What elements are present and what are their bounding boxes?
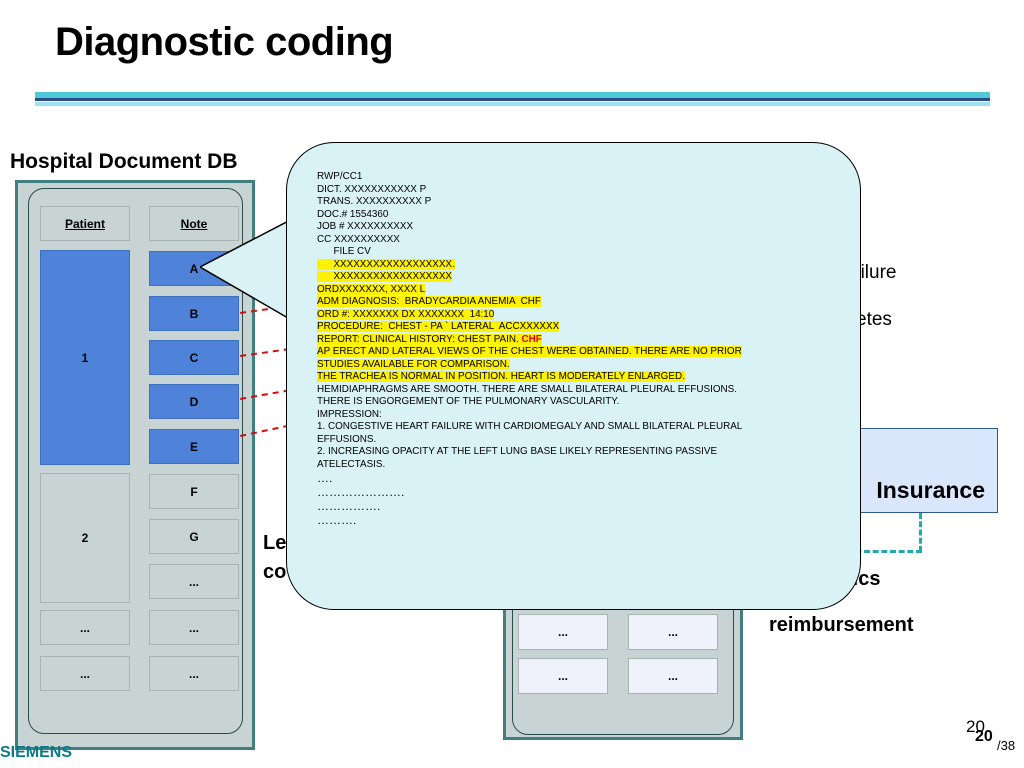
- chf-keyword: CHF: [521, 333, 542, 345]
- note-ellipsis-cell: ...: [149, 564, 239, 599]
- second-db-cell: ...: [518, 614, 608, 650]
- title-rule: [35, 92, 990, 98]
- insurance-label: Insurance: [876, 477, 985, 503]
- bg-text-fragment: Le: [263, 532, 287, 554]
- page-number: 20: [975, 728, 993, 745]
- highlighted-note-line: ADM DIAGNOSIS: BRADYCARDIA ANEMIA CHF: [317, 296, 541, 307]
- note-d-cell: D: [149, 384, 239, 419]
- insurance-connector-horizontal: [838, 550, 922, 553]
- second-db-cell: ...: [518, 658, 608, 694]
- note-line: FILE CV: [317, 246, 371, 257]
- siemens-logo: SIEMENS: [0, 744, 73, 761]
- highlighted-note-line: PROCEDURE: CHEST - PA ` LATERAL ACCXXXXX…: [317, 321, 560, 332]
- hospital-db-inner-frame: [28, 188, 243, 734]
- bg-text-fragment: co: [263, 561, 287, 583]
- note-ellipsis-cell: ...: [149, 610, 239, 645]
- note-line: EFFUSIONS.: [317, 433, 377, 445]
- note-ellipsis-line: ….: [317, 471, 333, 485]
- note-header: Note: [149, 206, 239, 241]
- note-e-cell: E: [149, 429, 239, 464]
- note-g-cell: G: [149, 519, 239, 554]
- note-ellipsis-line: …………….: [317, 499, 381, 513]
- insurance-connector-vertical: [919, 513, 922, 552]
- note-line: HEMIDIAPHRAGMS ARE SMOOTH. THERE ARE SMA…: [317, 383, 737, 395]
- patient-1-cell: 1: [40, 250, 130, 465]
- note-ellipsis-line: ……….: [317, 513, 357, 527]
- page-number-shadow: 20: [966, 717, 985, 736]
- title-rule-dark: [35, 98, 990, 101]
- note-ellipsis-cell: ...: [149, 656, 239, 691]
- note-line: RWP/CC1: [317, 171, 363, 182]
- note-line: 2. INCREASING OPACITY AT THE LEFT LUNG B…: [317, 446, 718, 457]
- highlighted-note-line: ORDXXXXXXX, XXXX L: [317, 283, 426, 295]
- note-callout: RWP/CC1 DICT. XXXXXXXXXXX P TRANS. XXXXX…: [286, 142, 861, 610]
- page-total: /38: [997, 738, 1016, 753]
- db-title: Hospital Document DB: [10, 150, 238, 173]
- note-b-cell: B: [149, 296, 239, 331]
- highlighted-note-line: REPORT: CLINICAL HISTORY: CHEST PAIN.: [317, 333, 519, 345]
- patient-2-cell: 2: [40, 473, 130, 603]
- patient-ellipsis-cell: ...: [40, 656, 130, 691]
- highlighted-note-line: AP ERECT AND LATERAL VIEWS OF THE CHEST …: [317, 346, 742, 357]
- note-line: IMPRESSION:: [317, 408, 382, 420]
- highlighted-note-line: XXXXXXXXXXXXXXXXXX.: [317, 258, 455, 270]
- slide-title: Diagnostic coding: [55, 20, 394, 64]
- note-line: JOB # XXXXXXXXXX: [317, 221, 414, 232]
- note-f-cell: F: [149, 474, 239, 509]
- bg-text-fragment: etes: [856, 309, 892, 330]
- note-line: TRANS. XXXXXXXXXX P: [317, 196, 432, 207]
- highlighted-note-line: STUDIES AVAILABLE FOR COMPARISON.: [317, 358, 510, 370]
- patient-header: Patient: [40, 206, 130, 241]
- highlighted-note-line: THE TRACHEA IS NORMAL IN POSITION. HEART…: [317, 371, 685, 382]
- callout-pointer: [200, 215, 300, 325]
- note-ellipsis-line: ………………….: [317, 485, 405, 499]
- second-db-cell: ...: [628, 614, 718, 650]
- note-line: THERE IS ENGORGEMENT OF THE PULMONARY VA…: [317, 396, 620, 407]
- note-c-cell: C: [149, 340, 239, 375]
- note-line: DOC.# 1554360: [317, 208, 389, 220]
- second-db-cell: ...: [628, 658, 718, 694]
- note-line: ATELECTASIS.: [317, 458, 386, 470]
- patient-ellipsis-cell: ...: [40, 610, 130, 645]
- note-line: CC XXXXXXXXXX: [317, 233, 400, 245]
- bg-text-fragment: ailure: [850, 262, 897, 283]
- note-line: DICT. XXXXXXXXXXX P: [317, 183, 427, 195]
- highlighted-note-line: ORD #: XXXXXXX DX XXXXXXX 14:10: [317, 308, 495, 320]
- highlighted-note-line: XXXXXXXXXXXXXXXXXX: [317, 271, 453, 282]
- clinical-note-text: RWP/CC1 DICT. XXXXXXXXXXX P TRANS. XXXXX…: [317, 171, 837, 527]
- note-line: 1. CONGESTIVE HEART FAILURE WITH CARDIOM…: [317, 421, 743, 432]
- reimbursement-label: reimbursement: [769, 614, 914, 636]
- title-rule-light: [35, 102, 990, 106]
